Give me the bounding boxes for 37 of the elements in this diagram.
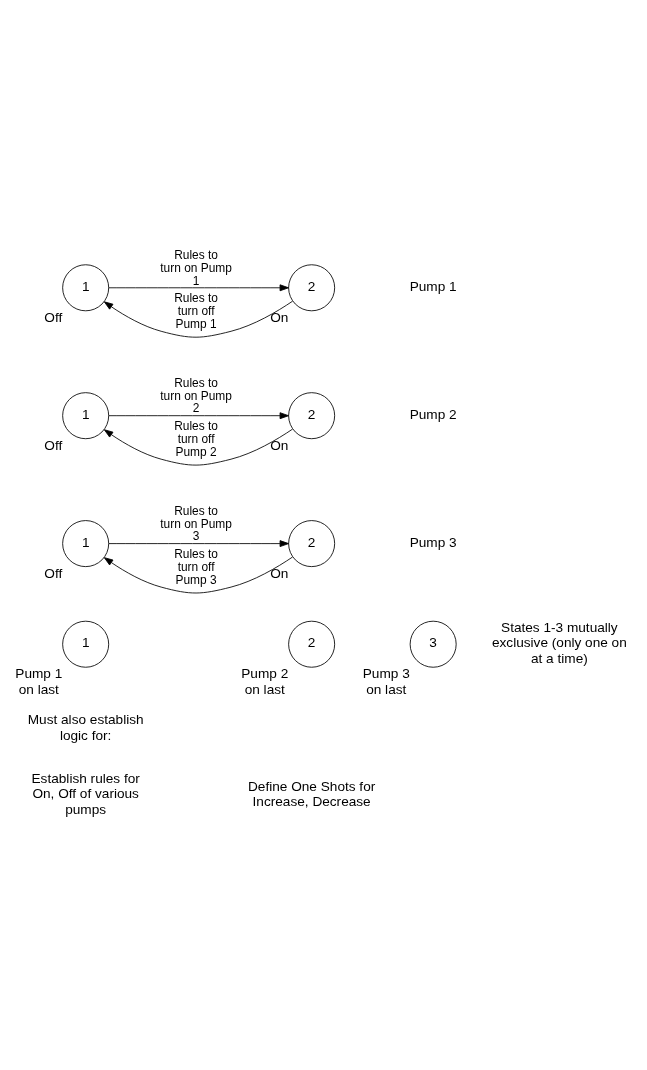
node-label: Pump 1 on last xyxy=(15,665,63,697)
node-label: Off xyxy=(44,565,63,581)
arrow xyxy=(108,283,289,291)
node-label: On xyxy=(270,437,289,453)
node-circle: 2 xyxy=(288,263,336,311)
node-circle: 1 xyxy=(62,519,110,567)
node-label: Pump 3 on last xyxy=(362,665,410,697)
node-label: Off xyxy=(44,437,63,453)
node-circle: 3 xyxy=(409,620,457,668)
label: Must also establish logic for: xyxy=(27,711,144,743)
node-circle: 1 xyxy=(62,391,110,439)
edge-label: Rules to turn on Pump 3 xyxy=(160,503,232,543)
label: Establish rules for On, Off of various pumps xyxy=(31,770,140,817)
edge-label: Rules to turn off Pump 2 xyxy=(174,418,218,459)
label: Pump 1 xyxy=(409,278,457,294)
label: Define One Shots for Increase, Decrease xyxy=(248,778,376,809)
node-circle: 2 xyxy=(288,391,336,439)
node-circle: 1 xyxy=(62,263,110,311)
arrow xyxy=(103,300,293,338)
label: States 1-3 mutually exclusive (only one on at a time) xyxy=(491,619,627,666)
arrow xyxy=(108,411,289,419)
node-circle: 1 xyxy=(62,620,110,668)
node-circle: 2 xyxy=(288,620,336,668)
arrow xyxy=(103,556,293,593)
arrow xyxy=(103,428,293,466)
node-label: On xyxy=(270,309,289,325)
node-label: Pump 2 on last xyxy=(241,665,289,697)
edge-label: Rules to turn off Pump 1 xyxy=(174,290,218,331)
node-label: Off xyxy=(44,309,63,325)
node-label: On xyxy=(270,565,289,581)
label: Pump 3 xyxy=(409,534,457,550)
label: Pump 2 xyxy=(409,406,457,422)
arrow xyxy=(108,539,289,547)
edge-label: Rules to turn on Pump 2 xyxy=(160,375,232,415)
edge-label: Rules to turn off Pump 3 xyxy=(174,546,218,587)
node-circle: 2 xyxy=(288,519,336,567)
edge-label: Rules to turn on Pump 1 xyxy=(160,247,232,288)
